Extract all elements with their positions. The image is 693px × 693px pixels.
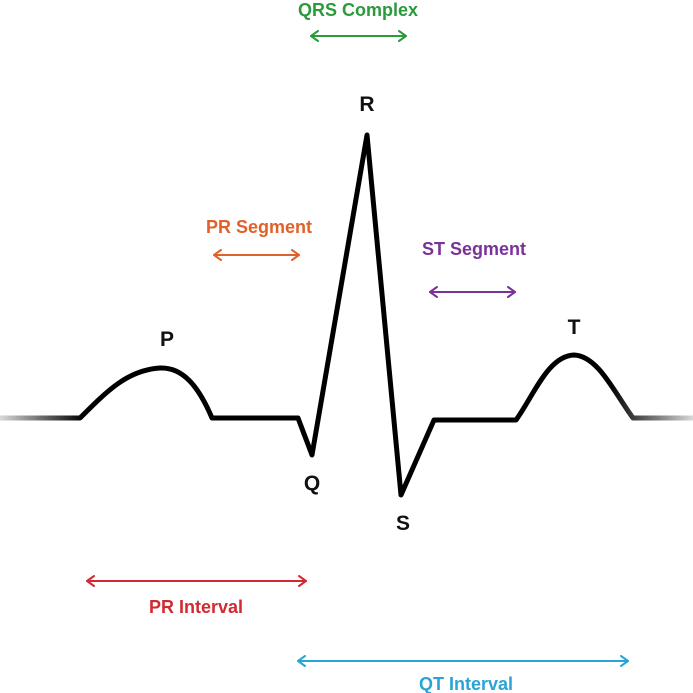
pr-segment-arrow bbox=[213, 249, 300, 261]
st-segment-arrow-right-head bbox=[507, 286, 516, 298]
qt-interval-arrow bbox=[297, 655, 629, 667]
pr-interval-arrow bbox=[86, 575, 307, 587]
qt-interval-arrow-right-head bbox=[620, 655, 629, 667]
pr-segment-arrow-left-head bbox=[213, 249, 222, 261]
st-segment-annotation: ST Segment bbox=[422, 239, 526, 298]
s-wave-label: S bbox=[396, 512, 410, 535]
ecg-trace bbox=[0, 132, 693, 498]
qt-interval-arrow-left-head bbox=[297, 655, 306, 667]
r-wave-label: R bbox=[359, 93, 374, 116]
pr-interval-label: PR Interval bbox=[149, 597, 243, 617]
qrs-complex-arrow-right-head bbox=[398, 30, 407, 42]
qt-interval-label: QT Interval bbox=[419, 674, 513, 693]
pr-segment-annotation: PR Segment bbox=[206, 217, 312, 261]
pr-interval-arrow-left-head bbox=[86, 575, 95, 587]
q-wave-label: Q bbox=[304, 472, 320, 495]
p-wave-label: P bbox=[160, 328, 174, 351]
pr-interval-annotation: PR Interval bbox=[86, 575, 307, 617]
pr-interval-arrow-right-head bbox=[298, 575, 307, 587]
pr-segment-arrow-right-head bbox=[291, 249, 300, 261]
pr-segment-label: PR Segment bbox=[206, 217, 312, 237]
qrs-complex-arrow-left-head bbox=[310, 30, 319, 42]
st-segment-arrow bbox=[429, 286, 516, 298]
qrs-complex-arrow bbox=[310, 30, 407, 42]
st-segment-label: ST Segment bbox=[422, 239, 526, 259]
qrs-complex-annotation: QRS Complex bbox=[298, 0, 418, 42]
st-segment-arrow-left-head bbox=[429, 286, 438, 298]
qt-interval-annotation: QT Interval bbox=[297, 655, 629, 693]
t-wave-label: T bbox=[568, 316, 581, 339]
qrs-complex-label: QRS Complex bbox=[298, 0, 418, 20]
